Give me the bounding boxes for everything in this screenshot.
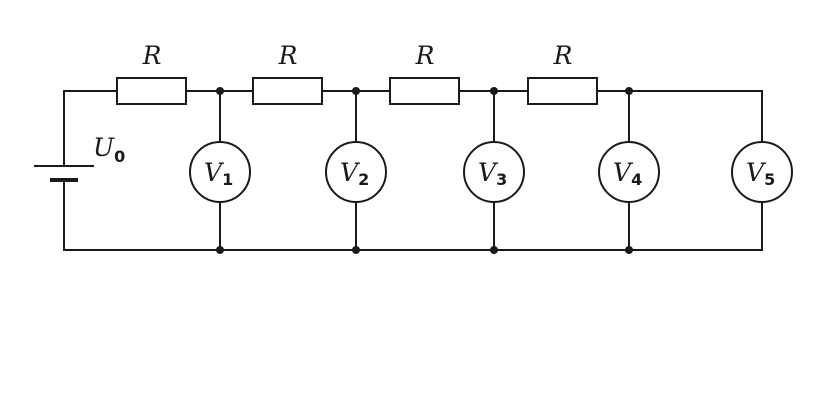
junction-dot bbox=[352, 246, 360, 254]
resistor-2: R bbox=[252, 41, 323, 105]
voltmeter-2: V2 bbox=[325, 90, 387, 251]
voltmeter-4: V4 bbox=[598, 90, 660, 251]
junction-dot bbox=[352, 87, 360, 95]
resistor-label: R bbox=[142, 41, 162, 70]
junction-dot bbox=[490, 87, 498, 95]
voltmeter-1: V1 bbox=[189, 90, 251, 251]
voltmeter-label: V1 bbox=[204, 158, 233, 189]
source-label: U0 bbox=[93, 133, 125, 166]
resistor-label: R bbox=[553, 41, 573, 70]
junction-dot bbox=[625, 87, 633, 95]
junction-dot bbox=[490, 246, 498, 254]
resistor-label: R bbox=[278, 41, 298, 70]
voltmeter-label: V5 bbox=[746, 158, 775, 189]
battery-branch bbox=[34, 90, 94, 251]
junction-dots bbox=[216, 87, 633, 254]
resistor-label: R bbox=[415, 41, 435, 70]
junction-dot bbox=[625, 246, 633, 254]
resistor-3: R bbox=[389, 41, 460, 105]
voltmeter-label: V4 bbox=[613, 158, 642, 189]
voltmeter-5: V5 bbox=[731, 90, 793, 251]
voltmeter-3: V3 bbox=[463, 90, 525, 251]
junction-dot bbox=[216, 246, 224, 254]
voltmeter-label: V2 bbox=[340, 158, 369, 189]
junction-dot bbox=[216, 87, 224, 95]
resistor-1: R bbox=[116, 41, 187, 105]
resistor-4: R bbox=[527, 41, 598, 105]
voltmeter-label: V3 bbox=[478, 158, 507, 189]
